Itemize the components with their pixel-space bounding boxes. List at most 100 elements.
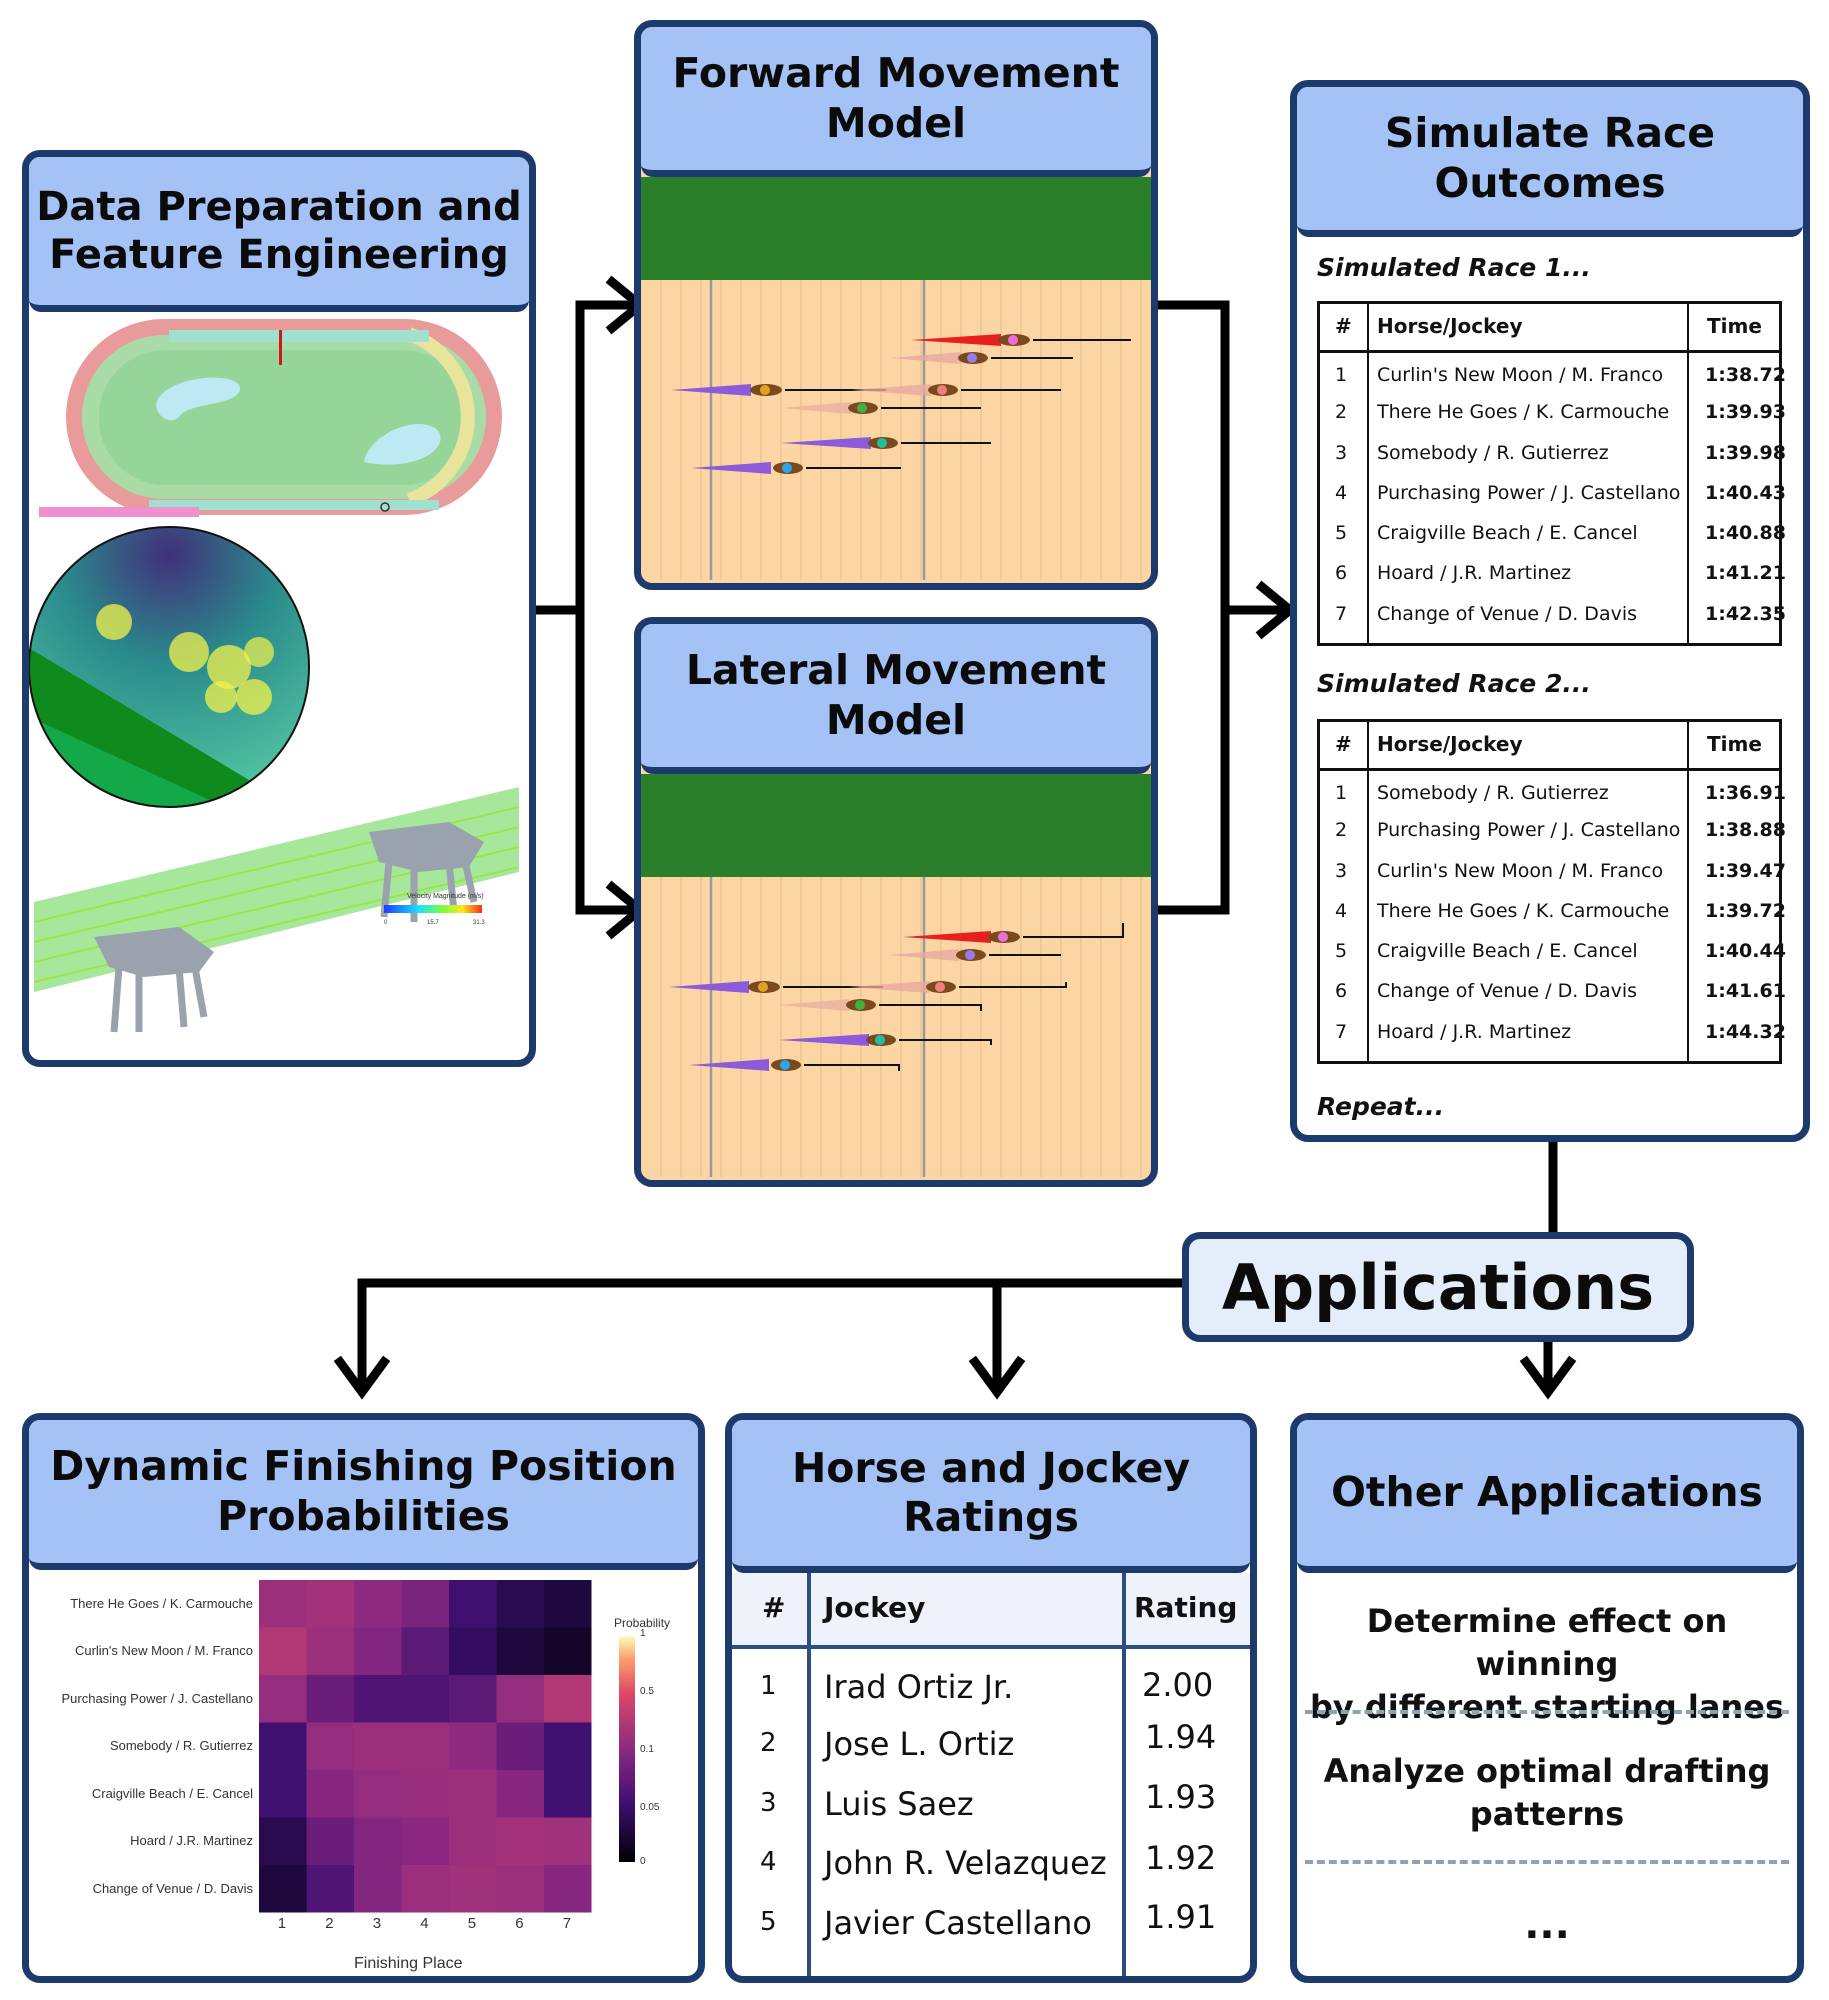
- heatmap-cell: [259, 1817, 307, 1865]
- other-app-item-1-line2: by different starting lanes: [1309, 1688, 1784, 1727]
- race2-row5-num: 5: [1335, 940, 1348, 962]
- race1-row5-time: 1:40.88: [1705, 522, 1786, 544]
- race1-row3-num: 3: [1335, 442, 1348, 464]
- legend-title: Probability: [614, 1616, 671, 1630]
- heatmap-cell: [259, 1627, 307, 1675]
- heatmap-cell: [496, 1675, 544, 1723]
- race1-row5-num: 5: [1335, 522, 1348, 544]
- velocity-legend-min: 0: [384, 920, 388, 926]
- heatmap-cell: [306, 1675, 354, 1723]
- heatmap-cell: [401, 1580, 449, 1628]
- ratings-header-jockey: Jockey: [824, 1591, 926, 1624]
- race1-row4-name: Purchasing Power / J. Castellano: [1377, 482, 1681, 504]
- race1-row6-name: Hoard / J.R. Martinez: [1377, 562, 1572, 584]
- race2-row5-time: 1:40.44: [1705, 940, 1786, 962]
- race1-header-num: #: [1335, 314, 1352, 338]
- arrow-head-other: [1519, 1355, 1577, 1400]
- arrow-head-dynamic: [333, 1355, 391, 1400]
- data-prep-illustrations: Velocity Magnitude (m/s) 0 15.7 31.3: [29, 319, 520, 1033]
- race2-row7-time: 1:44.32: [1705, 1021, 1786, 1043]
- ratings-row5-name: Javier Castellano: [824, 1904, 1092, 1942]
- heatmap-cell: [496, 1627, 544, 1675]
- ratings-row4-num: 4: [760, 1847, 777, 1877]
- legend-tick-2: 0.5: [640, 1686, 654, 1697]
- heatmap-cell: [354, 1865, 402, 1913]
- heatmap-column-tick: 4: [420, 1914, 429, 1932]
- heatmap-row-label: Somebody / R. Gutierrez: [109, 1738, 253, 1754]
- race2-label: Simulated Race 2...: [1317, 669, 1591, 698]
- velocity-legend-title: Velocity Magnitude (m/s): [407, 893, 484, 900]
- race2-row5-name: Craigville Beach / E. Cancel: [1377, 940, 1638, 962]
- heatmap-column-tick: 2: [325, 1914, 334, 1932]
- forward-race-sim-image: [660, 280, 1142, 580]
- ratings-row3-rating: 1.93: [1145, 1778, 1217, 1816]
- race2-header-num: #: [1335, 732, 1352, 756]
- heatmap-column-tick: 7: [562, 1914, 572, 1932]
- heatmap-cell: [354, 1722, 402, 1770]
- drafting-heatmap-circle: [29, 526, 310, 808]
- simulate-panel: Simulate Race Outcomes Simulated Race 1.…: [1290, 80, 1810, 1142]
- race1-row3-name: Somebody / R. Gutierrez: [1377, 442, 1609, 464]
- data-prep-title-2: Feature Engineering: [49, 232, 509, 278]
- heatmap-cell: [354, 1675, 402, 1723]
- heatmap-cell: [354, 1770, 402, 1818]
- race2-header-time: Time: [1707, 732, 1762, 756]
- x-axis-label: Finishing Place: [354, 1955, 463, 1972]
- simulate-title-1: Simulate Race: [1384, 109, 1716, 158]
- simulate-title-2: Outcomes: [1434, 158, 1666, 207]
- race1-row7-num: 7: [1335, 603, 1348, 625]
- heatmap-row-label: Change of Venue / D. Davis: [92, 1880, 253, 1896]
- race2-row6-name: Change of Venue / D. Davis: [1377, 980, 1638, 1002]
- heatmap-column-tick: 3: [372, 1914, 382, 1932]
- other-apps-divider-1: [1305, 1710, 1789, 1714]
- race2-row3-num: 3: [1335, 860, 1348, 882]
- race2-row1-time: 1:36.91: [1705, 782, 1786, 804]
- race2-row4-time: 1:39.72: [1705, 900, 1786, 922]
- heatmap-cell: [401, 1675, 449, 1723]
- heatmap-cell: [544, 1865, 592, 1913]
- other-app-item-2-line1: Analyze optimal drafting: [1323, 1752, 1771, 1790]
- race1-row7-time: 1:42.35: [1705, 603, 1786, 625]
- other-apps-panel: Other Applications Determine effect on w…: [1290, 1413, 1804, 1983]
- ratings-row3-name: Luis Saez: [824, 1785, 974, 1823]
- heatmap-cell: [544, 1722, 592, 1770]
- branch-connector: [527, 300, 633, 915]
- race2-header-horse: Horse/Jockey: [1377, 732, 1523, 756]
- race2-row4-num: 4: [1335, 900, 1348, 922]
- ratings-row4-rating: 1.92: [1145, 1839, 1217, 1877]
- heatmap-cell: [496, 1865, 544, 1913]
- race1-header-horse: Horse/Jockey: [1377, 314, 1523, 338]
- heatmap-cell: [354, 1580, 402, 1628]
- forward-model-header: Forward Movement Model: [641, 27, 1151, 177]
- race1-row3-time: 1:39.98: [1705, 442, 1786, 464]
- lateral-model-header: Lateral Movement Model: [641, 624, 1151, 774]
- race1-row2-name: There He Goes / K. Carmouche: [1377, 401, 1670, 423]
- legend-tick-1: 1: [640, 1628, 646, 1639]
- heatmap-cell: [306, 1865, 354, 1913]
- forward-title-1: Forward Movement: [672, 49, 1120, 98]
- race1-row6-num: 6: [1335, 562, 1348, 584]
- data-prep-title-1: Data Preparation and: [36, 184, 522, 230]
- race1-table: # Horse/Jockey Time 1 Curlin's New Moon …: [1317, 301, 1786, 646]
- race2-row1-num: 1: [1335, 782, 1348, 804]
- ratings-row4-name: John R. Velazquez: [824, 1844, 1107, 1882]
- heatmap-cell: [306, 1580, 354, 1628]
- heatmap-cell: [496, 1580, 544, 1628]
- legend-tick-4: 0.05: [640, 1802, 660, 1813]
- applications-title: Applications: [1221, 1250, 1655, 1324]
- ratings-header-num: #: [762, 1591, 786, 1624]
- other-apps-divider-2: [1305, 1860, 1789, 1864]
- heatmap-cell: [449, 1722, 497, 1770]
- race2-row2-num: 2: [1335, 819, 1348, 841]
- heatmap-column-tick: 6: [515, 1914, 524, 1932]
- race1-row2-time: 1:39.93: [1705, 401, 1786, 423]
- other-apps-header: Other Applications: [1297, 1420, 1797, 1573]
- legend-tick-5: 0: [640, 1856, 646, 1867]
- race2-row6-num: 6: [1335, 980, 1348, 1002]
- ratings-title-1: Horse and Jockey: [791, 1443, 1191, 1492]
- heatmap-row-label: Hoard / J.R. Martinez: [130, 1833, 253, 1849]
- lateral-infield: [641, 774, 1151, 877]
- other-app-item-2-line2: patterns: [1469, 1795, 1625, 1834]
- data-prep-header: Data Preparation and Feature Engineering: [29, 157, 529, 312]
